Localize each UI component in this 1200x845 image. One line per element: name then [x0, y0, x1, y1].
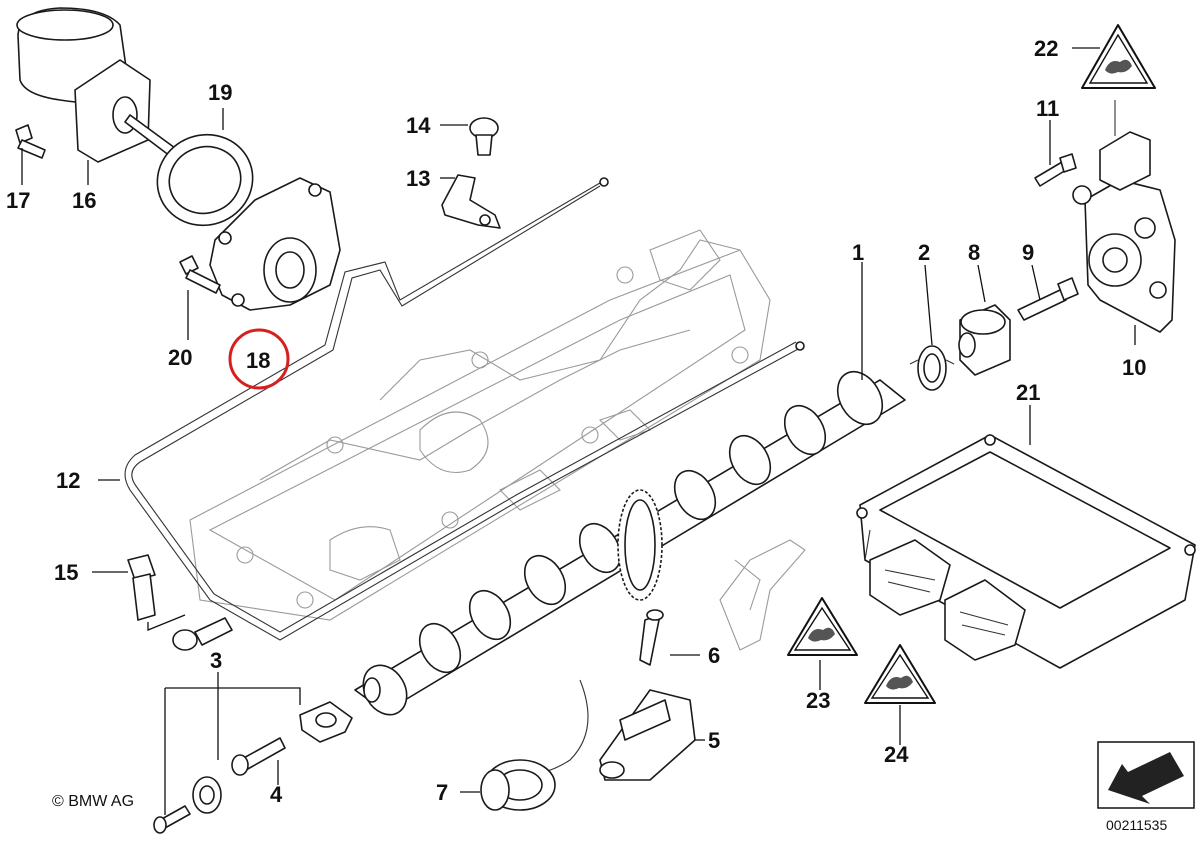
callout-24: 24: [884, 742, 909, 767]
cylinder-head-cover: [189, 229, 771, 621]
bolt-6: [639, 609, 664, 666]
highlight-circle: [228, 328, 290, 390]
callout-4: 4: [270, 782, 283, 807]
callout-10: 10: [1122, 355, 1146, 380]
rocker-arm: [719, 539, 806, 651]
callout-3: 3: [210, 648, 222, 673]
sensor-with-cable: [480, 679, 589, 811]
callout-19: 19: [208, 80, 232, 105]
bolt-14: [469, 117, 499, 156]
callout-2: 2: [918, 240, 930, 265]
callout-23: 23: [806, 688, 830, 713]
callout-13: 13: [406, 166, 430, 191]
cover-bolts: [236, 266, 749, 609]
pipe-clip: [441, 174, 501, 229]
callout-5: 5: [708, 728, 720, 753]
callout-11: 11: [1036, 96, 1059, 121]
callout-20: 20: [168, 345, 192, 370]
sensor-wheel: [958, 304, 1011, 376]
ecu-connector-b: [944, 579, 1026, 661]
breather-pipe: [124, 177, 805, 641]
bolt-15: [127, 554, 156, 621]
diagram-number: 00211535: [1106, 817, 1167, 833]
warning-triangle-icon: [864, 644, 936, 704]
gear-housing: [209, 177, 341, 311]
needle-bearing: [909, 345, 955, 391]
bushing: [192, 776, 222, 814]
adjustment-motor: [16, 7, 176, 163]
callout-15: 15: [54, 560, 78, 585]
callout-14: 14: [406, 113, 431, 138]
bolt-4: [231, 737, 286, 776]
camshaft-gear: [617, 489, 663, 601]
ecu-connector-a: [869, 539, 951, 616]
callout-21: 21: [1016, 380, 1040, 405]
engine-control-unit: [856, 434, 1196, 669]
callout-12: 12: [56, 468, 80, 493]
leader-lines: [21, 47, 1136, 815]
screw-20: [179, 255, 221, 294]
sensor-holder: [599, 689, 696, 781]
screw-3-small: [153, 805, 191, 834]
callout-6: 6: [708, 643, 720, 668]
copyright-notice: © BMW AG: [52, 793, 134, 810]
callout-16: 16: [72, 188, 96, 213]
bolt-17: [15, 124, 46, 159]
callout-labels: 1 2 8 9 10 11 22 21 12 15 14 13 19 16 17…: [6, 36, 1146, 807]
screw-11: [1034, 153, 1077, 187]
camshaft: [354, 370, 906, 716]
callout-17: 17: [6, 188, 30, 213]
arrow-icon: [1097, 741, 1195, 809]
thrust-washer: [299, 701, 353, 743]
pipe-fitting: [172, 617, 233, 651]
warning-triangle-icon: [1081, 24, 1156, 89]
bolt-9: [1017, 277, 1079, 321]
callout-22: 22: [1034, 36, 1058, 61]
shaft-seal: [156, 133, 254, 227]
callout-7: 7: [436, 780, 448, 805]
callout-1: 1: [852, 240, 864, 265]
callout-18: 18: [246, 348, 270, 373]
warning-triangle-icon: [787, 597, 858, 656]
callout-9: 9: [1022, 240, 1034, 265]
callout-8: 8: [968, 240, 980, 265]
camshaft-sensor-housing: [1072, 100, 1176, 333]
